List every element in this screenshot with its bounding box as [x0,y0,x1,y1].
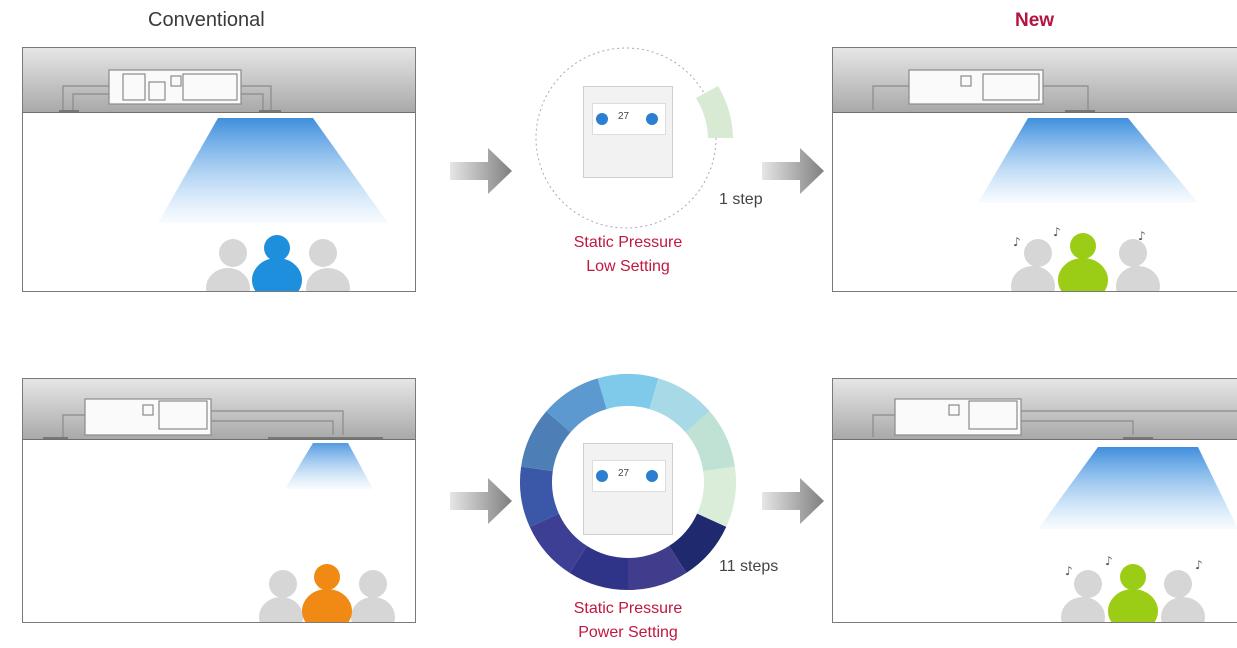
svg-text:♪: ♪ [1138,229,1146,243]
ring-segment [669,513,727,573]
low-steps-label: 1 step [719,191,763,208]
new-heading: New [1015,10,1055,31]
low-step-segment [696,86,733,138]
arrow-right-icon [762,148,824,194]
arrow-right-icon [762,478,824,524]
ring-segment [649,378,710,433]
controller-temperature: 27 [618,468,630,479]
power-setting-dial [520,374,736,590]
conventional-low-panel [22,47,416,292]
controller: 27 [583,443,673,535]
people-group: ♪ ♪ ♪ [1011,225,1160,291]
airflow [285,443,373,489]
ring-segment [546,378,607,433]
duct-unit-illustration [872,398,1237,439]
svg-text:♪: ♪ [1053,225,1061,239]
ring-segment [697,466,736,527]
controller: 27 [583,86,673,178]
ring-segment [597,374,659,410]
arrow-right-icon [450,148,512,194]
conventional-power-panel [22,378,416,623]
ring-segment [520,466,559,527]
duct-unit-illustration [43,398,383,439]
ring-segment [529,513,587,573]
svg-text:♪: ♪ [1195,558,1203,572]
low-setting-dial [535,47,733,229]
duct-unit-illustration [872,69,1095,112]
svg-text:♪: ♪ [1065,564,1073,578]
new-low-panel: ♪ ♪ ♪ [832,47,1237,292]
controller-temperature: 27 [618,111,630,122]
ring-segment [685,411,735,472]
svg-text:♪: ♪ [1013,235,1021,249]
power-steps-label: 11 steps [719,558,779,575]
conventional-heading: Conventional [148,9,265,31]
airflow [978,118,1198,203]
new-power-panel: ♪ ♪ ♪ [832,378,1237,623]
svg-text:♪: ♪ [1105,554,1113,568]
ring-segment [569,545,628,590]
airflow [158,118,388,223]
duct-unit-illustration [59,69,281,112]
people-group [206,235,350,291]
people-group: ♪ ♪ ♪ [1061,554,1205,622]
ring-segment [628,545,687,590]
arrow-right-icon [450,478,512,524]
ring-segment [521,411,571,472]
people-group [259,564,395,622]
airflow [1038,447,1237,529]
